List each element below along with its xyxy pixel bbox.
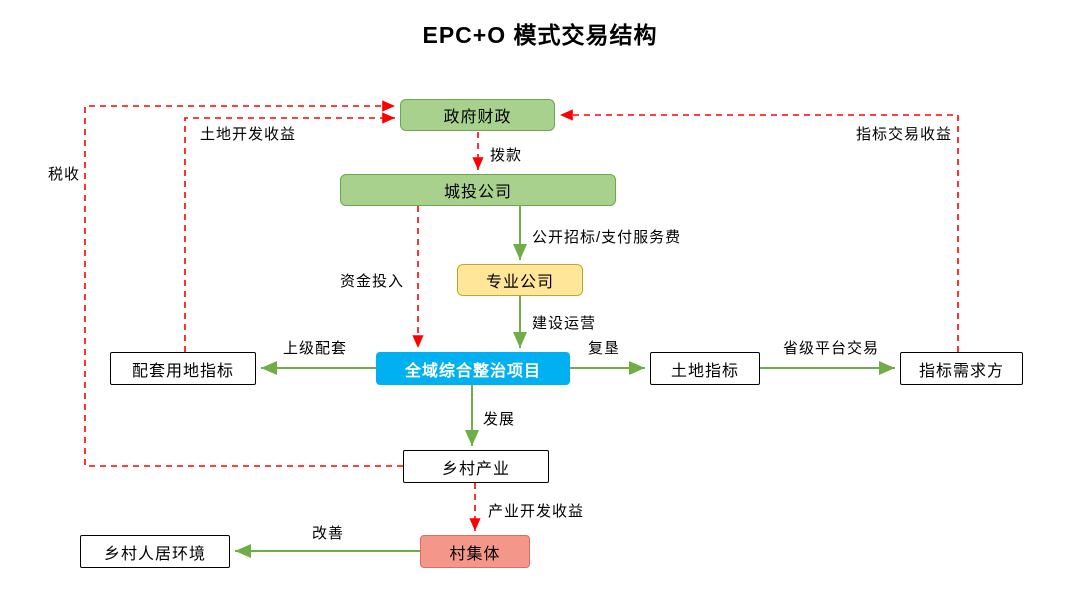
node-rural-living-environment: 乡村人居环境 <box>80 535 230 568</box>
node-land-indicator: 土地指标 <box>650 352 760 385</box>
node-rural-living-environment-label: 乡村人居环境 <box>103 545 206 563</box>
arrow-land-income <box>184 112 395 352</box>
node-supporting-land-indicator: 配套用地指标 <box>110 352 256 385</box>
arrow-tax <box>84 100 403 467</box>
edge-label-improvement: 改善 <box>312 525 345 542</box>
node-indicator-demand-side: 指标需求方 <box>900 352 1023 385</box>
node-rural-industry: 乡村产业 <box>403 450 549 483</box>
edge-label-land-income: 土地开发收益 <box>200 126 297 143</box>
diagram-title: EPC+O 模式交易结构 <box>422 22 658 48</box>
node-professional-company-label: 专业公司 <box>485 274 554 291</box>
node-professional-company: 专业公司 <box>457 264 583 296</box>
edge-label-indicator-income: 指标交易收益 <box>856 126 953 143</box>
node-indicator-demand-side-label: 指标需求方 <box>918 362 1004 380</box>
node-government-finance-label: 政府财政 <box>443 109 512 126</box>
node-land-indicator-label: 土地指标 <box>670 362 739 380</box>
node-comprehensive-project-label: 全域综合整治项目 <box>404 362 541 380</box>
edge-label-provincial-trade: 省级平台交易 <box>783 340 880 357</box>
node-city-investment-company: 城投公司 <box>340 174 616 206</box>
node-rural-industry-label: 乡村产业 <box>441 460 510 478</box>
node-village-collective: 村集体 <box>420 535 530 568</box>
node-comprehensive-project: 全域综合整治项目 <box>376 352 570 385</box>
edge-label-development: 发展 <box>483 411 516 428</box>
edge-label-construction: 建设运营 <box>532 315 597 332</box>
node-supporting-land-indicator-label: 配套用地指标 <box>131 362 234 380</box>
edge-label-allocation: 拨款 <box>490 147 523 164</box>
edge-label-capital: 资金投入 <box>340 273 405 290</box>
arrow-indicator-income <box>560 109 959 352</box>
edge-label-superior-support: 上级配套 <box>283 340 348 357</box>
edge-label-tax: 税收 <box>48 166 81 183</box>
edge-label-industry-income: 产业开发收益 <box>488 503 585 520</box>
node-government-finance: 政府财政 <box>400 99 555 131</box>
edge-label-reclamation: 复垦 <box>588 340 621 357</box>
node-village-collective-label: 村集体 <box>449 545 501 563</box>
edge-label-bidding: 公开招标/支付服务费 <box>532 229 682 246</box>
node-city-investment-company-label: 城投公司 <box>443 184 512 201</box>
